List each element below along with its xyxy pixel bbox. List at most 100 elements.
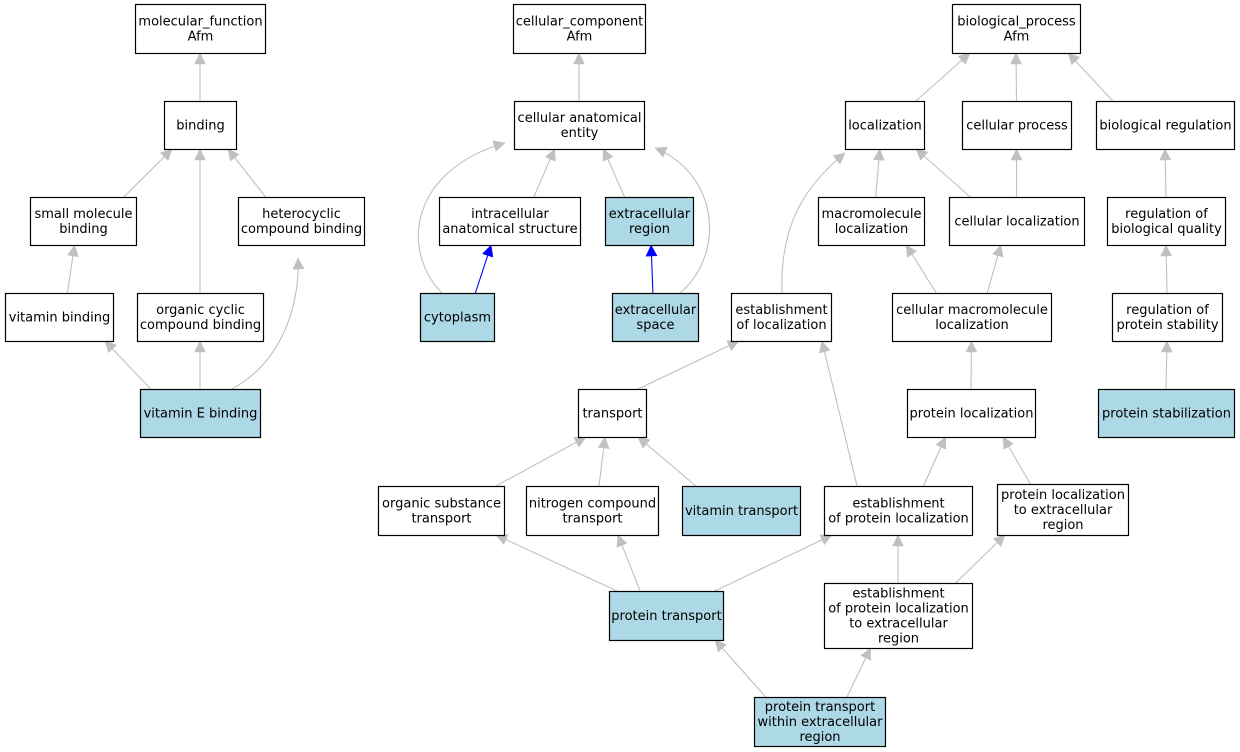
- edges-layer: [66, 52, 1173, 698]
- go-term-label-line: of protein localization: [828, 602, 969, 617]
- edge-cytoplasm-to-intracellular_anatomical_structure-arrowhead: [482, 244, 494, 258]
- go-term-box: [948, 196, 1086, 247]
- edge-protein_transport_within_extracellular_region-to-establishment_of_protein_localization_to_extracellular_region: [846, 656, 867, 698]
- go-term-label-line: protein stabilization: [1102, 407, 1231, 422]
- go-term-box: [1095, 100, 1236, 151]
- edge-extracellular_space-to-cellular_anatomical_entity-arrowhead: [654, 146, 668, 158]
- edge-nitrogen_compound_transport-to-transport: [598, 446, 605, 487]
- edge-heterocyclic_compound_binding-to-binding-arrowhead: [227, 148, 240, 162]
- go-term-label-line: of localization: [736, 318, 826, 333]
- go-term-label-line: Afm: [567, 30, 593, 45]
- go-term-box: [611, 292, 700, 343]
- edge-vitamin_binding-to-small_molecule_binding: [66, 254, 74, 294]
- go-term-label-line: cellular process: [966, 119, 1068, 134]
- edge-regulation_of_biological_quality-to-biological_regulation-arrowhead: [1159, 148, 1172, 161]
- go-term-label-line: vitamin transport: [685, 504, 798, 519]
- go-term-label-line: biological_process: [957, 15, 1076, 30]
- go-term-label-line: protein localization: [1001, 488, 1125, 503]
- go-term-label-line: vitamin E binding: [144, 407, 258, 422]
- go-term-label-line: anatomical structure: [442, 222, 577, 237]
- go-term-box: [29, 196, 138, 247]
- go-term-vitamin-transport[interactable]: vitamin transport: [681, 485, 802, 537]
- go-term-label-line: macromolecule: [821, 207, 921, 222]
- edge-protein_stabilization-to-regulation_of_protein_stability: [1165, 350, 1168, 390]
- go-term-localization[interactable]: localization: [844, 100, 926, 151]
- go-term-box: [512, 3, 647, 55]
- edge-cellular_macromolecule_localization-to-cellular_localization: [986, 254, 999, 294]
- go-term-label-line: extracellular: [615, 303, 697, 318]
- go-term-label-line: transport: [411, 512, 471, 527]
- edge-cellular_anatomical_entity-to-cellular_component-arrowhead: [573, 52, 585, 65]
- edge-extracellular_space-to-cellular_anatomical_entity: [654, 147, 710, 294]
- go-term-protein-localization[interactable]: protein localization: [906, 388, 1037, 439]
- go-term-label-line: region: [878, 632, 919, 647]
- edge-localization-to-biological_process-arrowhead: [957, 52, 971, 65]
- go-term-label-line: to extracellular: [849, 617, 948, 632]
- edge-protein_localization_to_extracellular_region-to-protein_localization: [1007, 445, 1031, 485]
- edge-cytoplasm-to-cellular_anatomical_entity: [417, 142, 506, 294]
- edge-macromolecule_localization-to-localization: [875, 158, 880, 198]
- edge-macromolecule_localization-to-localization-arrowhead: [872, 148, 885, 161]
- edge-vitamin_e_binding-to-heterocyclic_compound_binding: [231, 257, 299, 390]
- go-term-cellular-localization[interactable]: cellular localization: [948, 196, 1086, 247]
- edge-localization-to-biological_process: [915, 59, 963, 102]
- go-term-box: [419, 292, 496, 343]
- go-term-label-line: organic substance: [382, 497, 501, 512]
- go-term-binding[interactable]: binding: [163, 100, 238, 151]
- go-term-label-line: to extracellular: [1014, 503, 1113, 518]
- go-term-cytoplasm[interactable]: cytoplasm: [419, 292, 496, 343]
- go-term-box: [817, 196, 926, 247]
- go-term-box: [237, 196, 366, 247]
- go-term-biological-regulation[interactable]: biological regulation: [1095, 100, 1236, 151]
- go-term-label-line: protein transport: [611, 609, 721, 624]
- go-term-vitamin-e-binding[interactable]: vitamin E binding: [139, 388, 262, 439]
- go-term-cellular-process[interactable]: cellular process: [961, 100, 1073, 151]
- go-term-box: [844, 100, 926, 151]
- edge-organic_cyclic_compound_binding-to-binding-arrowhead: [194, 148, 206, 161]
- go-term-label-line: intracellular: [471, 207, 549, 222]
- edge-establishment_of_protein_localization_to_extracellular_region-to-protein_localization_to_extracellular_region-arrowhead: [992, 534, 1006, 548]
- go-term-label-line: heterocyclic: [262, 207, 341, 222]
- go-term-vitamin-binding[interactable]: vitamin binding: [4, 292, 115, 343]
- go-term-box: [823, 485, 974, 537]
- go-term-protein-transport[interactable]: protein transport: [608, 590, 725, 642]
- go-term-label-line: establishment: [852, 587, 944, 602]
- go-term-transport[interactable]: transport: [577, 388, 648, 439]
- edge-intracellular_anatomical_structure-to-cellular_anatomical_entity: [533, 157, 552, 198]
- edge-extracellular_region-to-cellular_anatomical_entity: [607, 157, 626, 198]
- go-term-box: [1097, 388, 1236, 439]
- go-term-label-line: establishment: [852, 497, 944, 512]
- go-term-label-line: cellular_component: [516, 15, 644, 30]
- go-term-label-line: binding: [176, 119, 224, 134]
- go-term-label-line: space: [636, 318, 674, 333]
- go-term-label-line: transport: [582, 407, 642, 422]
- edge-protein_transport-to-nitrogen_compound_transport: [621, 544, 641, 592]
- go-term-box: [438, 196, 582, 247]
- edge-cytoplasm-to-intracellular_anatomical_structure: [474, 254, 489, 294]
- go-term-box: [377, 485, 506, 537]
- go-term-label-line: establishment: [735, 303, 827, 318]
- go-term-box: [753, 696, 887, 748]
- go-term-protein-stabilization[interactable]: protein stabilization: [1097, 388, 1236, 439]
